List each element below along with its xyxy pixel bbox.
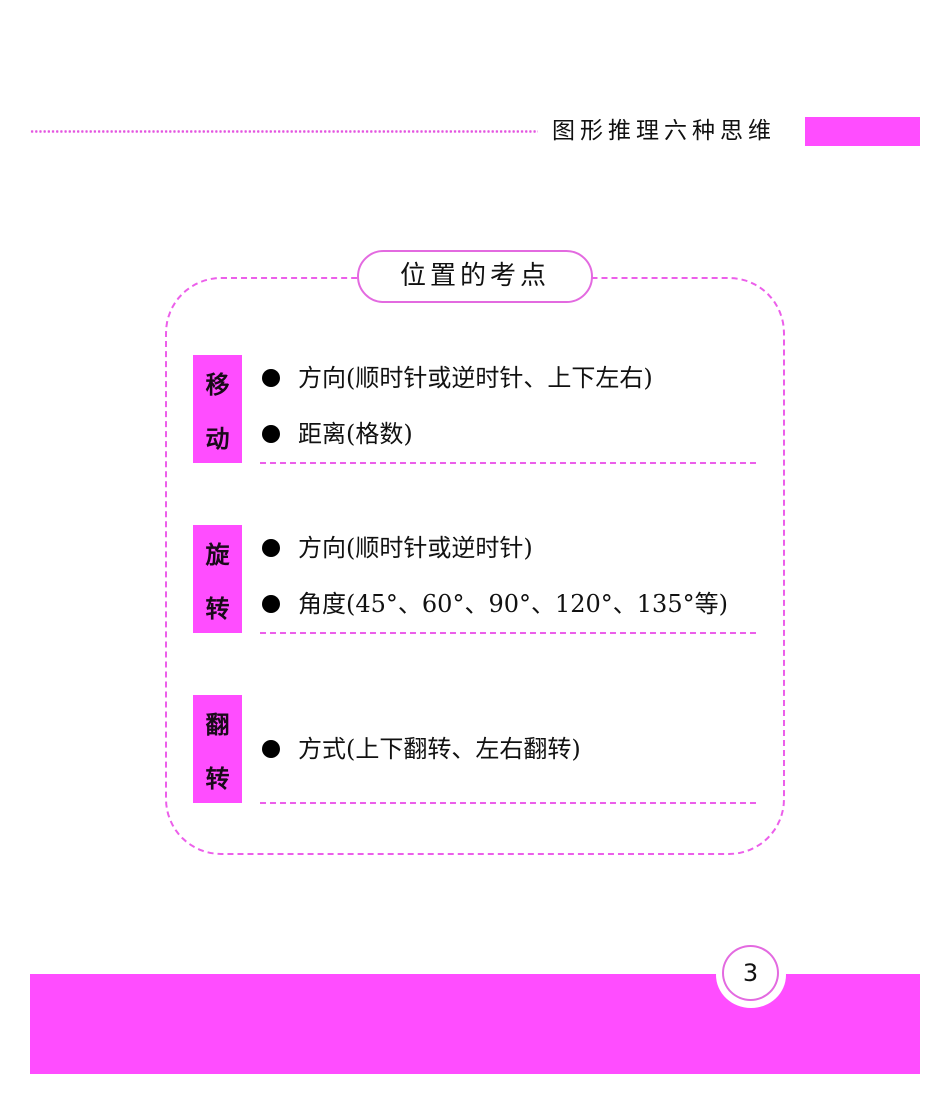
list-item: 方式(上下翻转、左右翻转) (262, 731, 581, 767)
bullet-icon (262, 539, 280, 557)
section-label-rotate: 旋 转 (193, 525, 242, 633)
bullet-icon (262, 369, 280, 387)
bullet-icon (262, 595, 280, 613)
page-number: 3 (722, 945, 779, 1001)
list-item: 方向(顺时针或逆时针、上下左右) (262, 360, 653, 396)
list-item: 方向(顺时针或逆时针) (262, 530, 533, 566)
label-char: 移 (205, 370, 230, 399)
footer-bar (30, 974, 920, 1074)
bullet-icon (262, 425, 280, 443)
section-divider (260, 462, 756, 464)
header-accent-block (805, 117, 920, 146)
item-text: 方式(上下翻转、左右翻转) (298, 735, 581, 763)
section-divider (260, 802, 756, 804)
label-char: 转 (205, 764, 230, 793)
header-dotted-rule (30, 130, 538, 133)
item-text: 角度(45°、60°、90°、120°、135°等) (298, 590, 728, 618)
card-title: 位置的考点 (357, 250, 593, 303)
label-char: 旋 (205, 540, 230, 569)
item-text: 方向(顺时针或逆时针、上下左右) (298, 364, 653, 392)
list-item: 角度(45°、60°、90°、120°、135°等) (262, 586, 728, 622)
item-text: 方向(顺时针或逆时针) (298, 534, 533, 562)
list-item: 距离(格数) (262, 416, 413, 452)
label-char: 动 (205, 424, 230, 453)
bullet-icon (262, 740, 280, 758)
running-header-title: 图形推理六种思维 (552, 118, 776, 144)
item-text: 距离(格数) (298, 420, 413, 448)
section-divider (260, 632, 756, 634)
label-char: 转 (205, 594, 230, 623)
section-label-move: 移 动 (193, 355, 242, 463)
section-label-flip: 翻 转 (193, 695, 242, 803)
label-char: 翻 (205, 710, 230, 739)
